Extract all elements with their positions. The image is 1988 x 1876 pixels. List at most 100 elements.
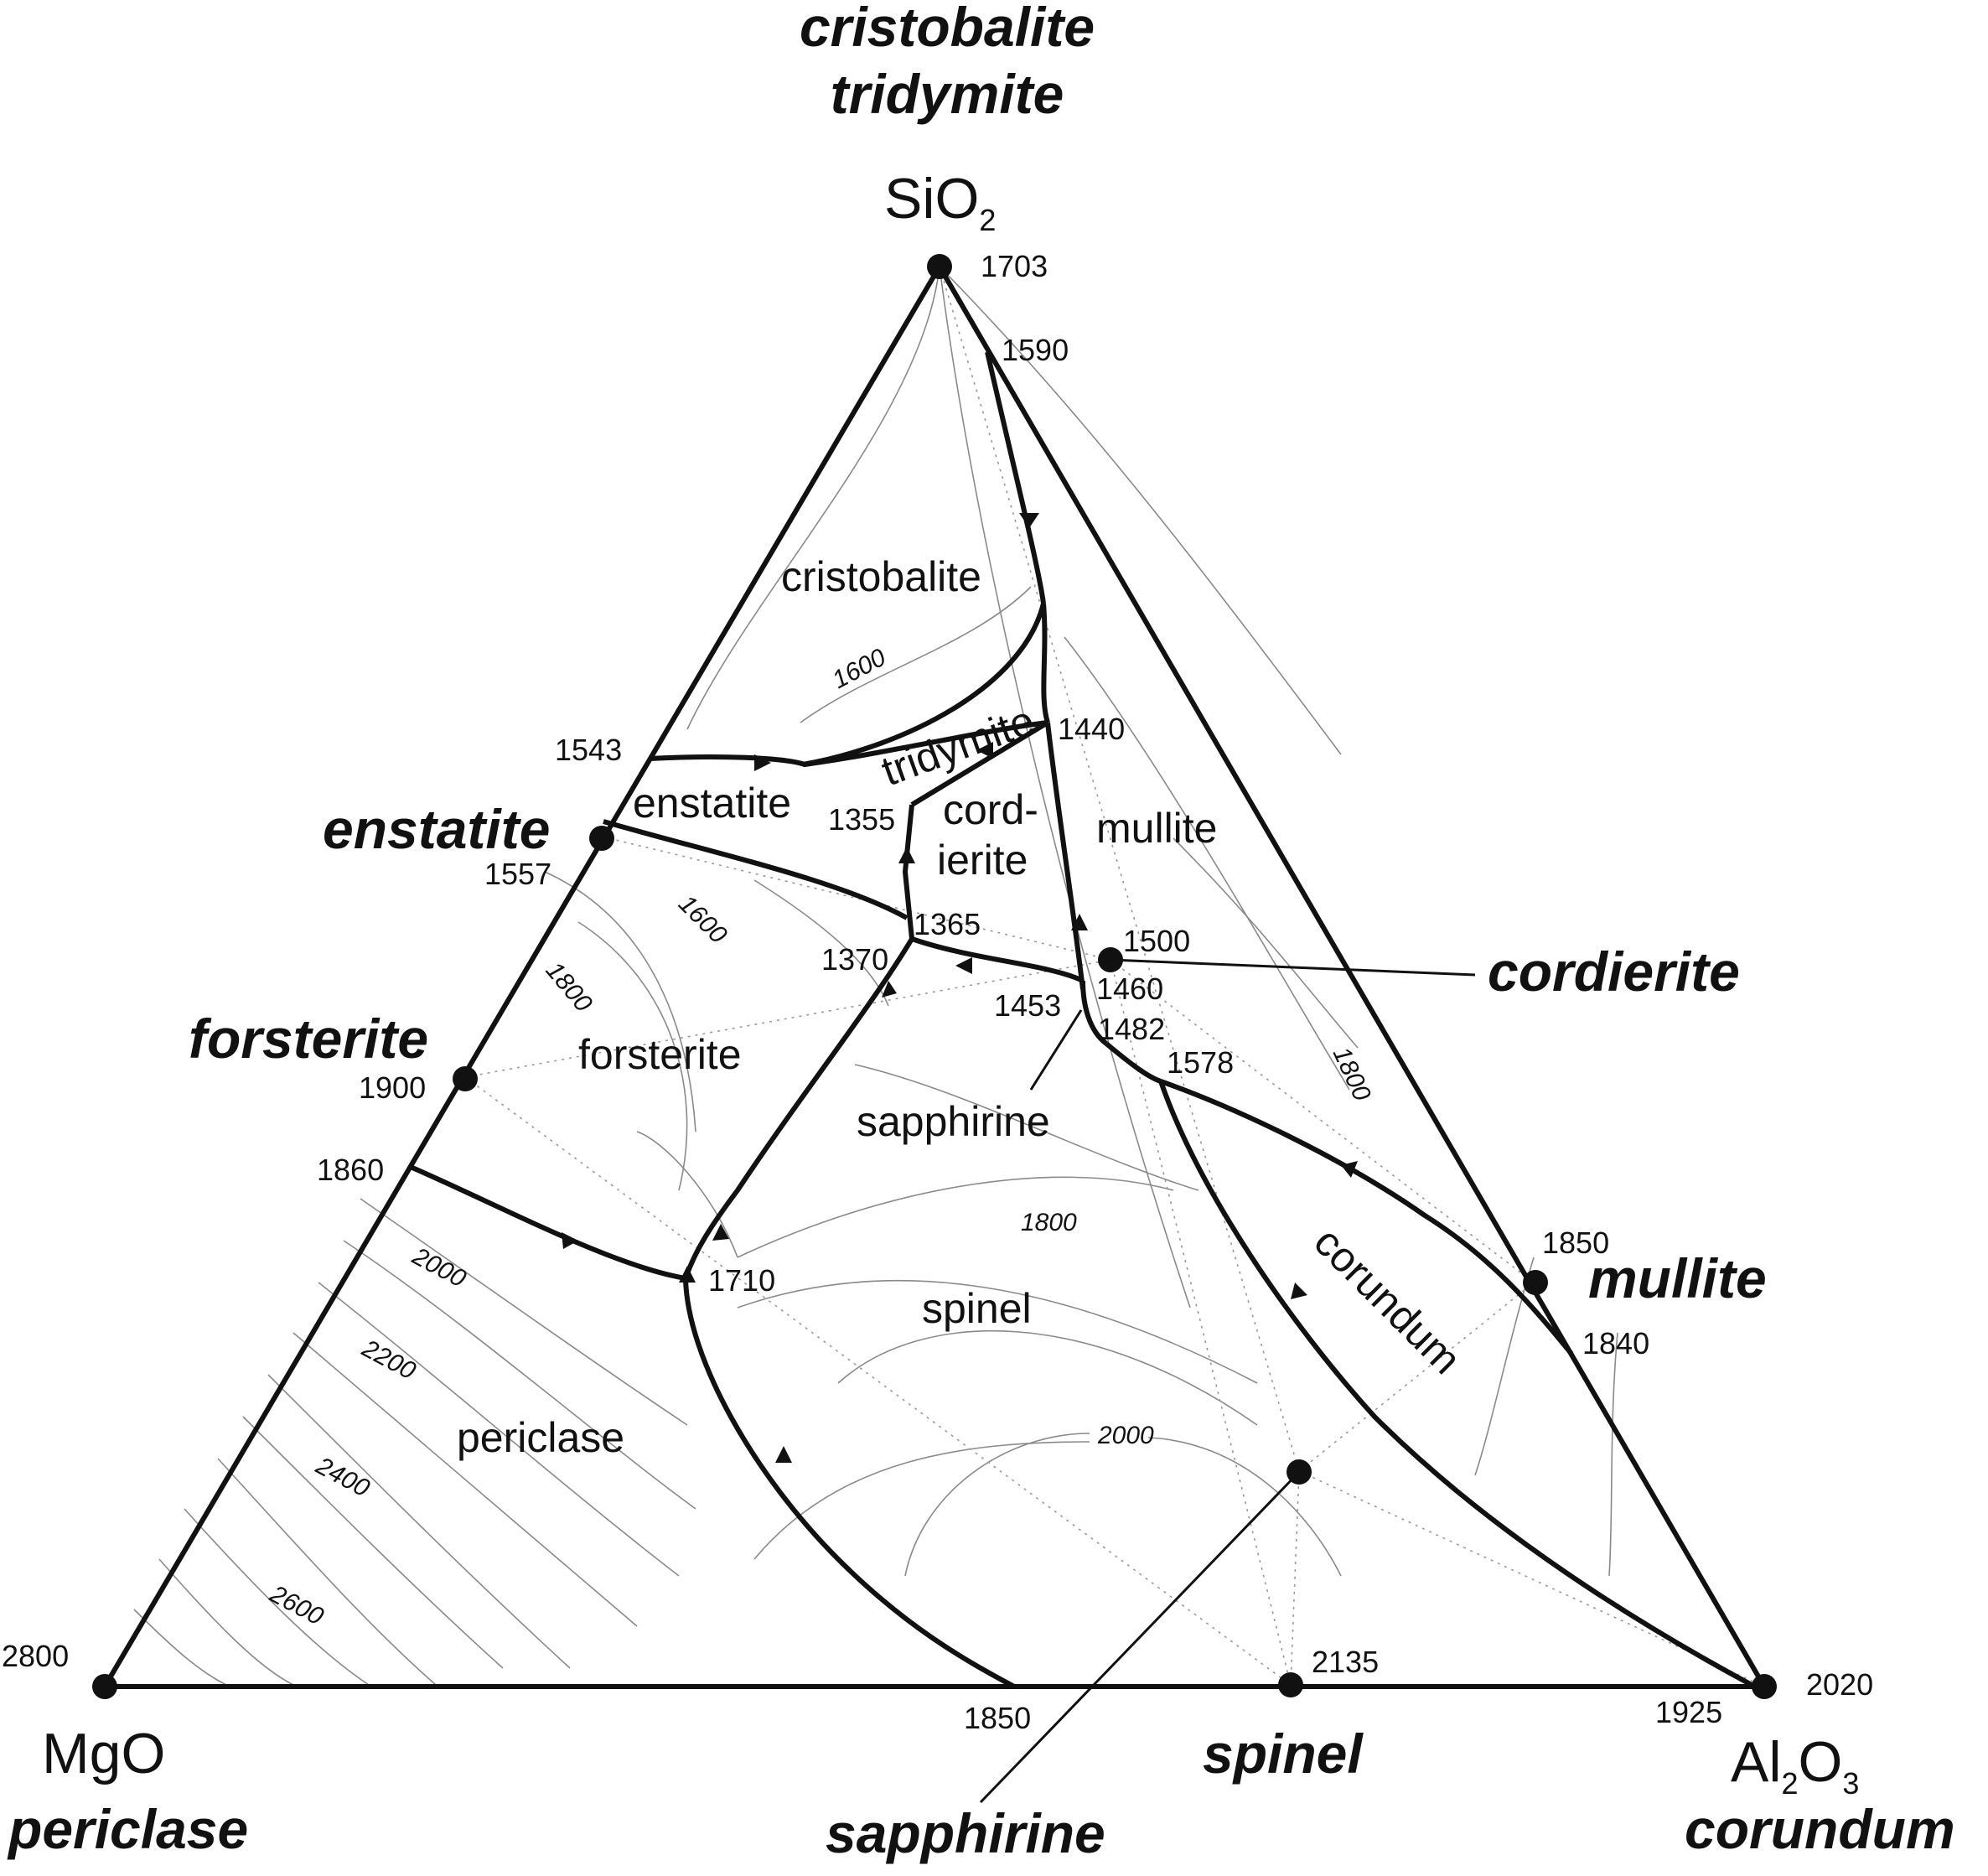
al2o3-point [1752,1674,1777,1699]
isotherm-line [158,1558,294,1686]
field-cristobalite: cristobalite [781,553,981,600]
cordierite-leader [1110,958,1476,977]
isotherm-label: 2400 [311,1452,375,1503]
spinel-point [1278,1672,1303,1697]
cordierite-temp: 1500 [1123,924,1190,958]
field-labels: cristobalite tridymite enstatite cord- i… [457,553,1470,1461]
temp-1543: 1543 [555,733,622,767]
arrow-icon [1019,513,1039,528]
isotherm-line [293,1332,638,1627]
arrow-icon [712,1224,729,1241]
field-sapphirine: sapphirine [857,1098,1050,1145]
spinel-temp: 2135 [1312,1645,1379,1679]
boundary-curve [910,720,1049,807]
temp-1365: 1365 [914,907,981,941]
isotherm-line [184,1508,370,1686]
isotherm-line [686,266,940,730]
isotherm-line [854,1064,1199,1191]
isotherm-line [1474,1257,1535,1476]
enstatite-compound-label: enstatite [323,798,550,860]
diagram-title: cristobalite tridymite [800,0,1095,125]
composition-triangle [102,264,1767,1689]
isotherm-line [1608,1332,1618,1577]
enstatite-temp: 1557 [484,857,551,891]
boundary-curve [985,351,1046,604]
field-corundum: corundum [1305,1218,1470,1383]
sio2-label: SiO2 [884,167,996,237]
mullite-point [1523,1270,1548,1295]
temp-1355: 1355 [828,802,895,837]
boundary-curve [1105,1041,1162,1084]
mullite-temp: 1850 [1542,1226,1609,1260]
isotherm-line [1064,636,1350,1091]
field-cordierite-2: ierite [937,837,1028,884]
isotherm-label: 2600 [265,1580,329,1631]
mgo-temp: 2800 [2,1639,69,1673]
al2o3-label: Al2O3 [1731,1730,1859,1801]
join-line [1298,1282,1535,1472]
corundum-mineral-label: corundum [1685,1798,1955,1860]
al2o3-temp: 2020 [1806,1667,1873,1702]
arrow-icon [562,1232,578,1249]
cotectic-boundaries [411,351,1753,1689]
isotherm-label: 2000 [1097,1422,1154,1449]
temp-1578: 1578 [1167,1045,1234,1080]
boundary-curve [1080,980,1108,1046]
isotherm-line [360,1198,688,1426]
temp-1860: 1860 [317,1153,384,1187]
join-line [1110,959,1535,1283]
boundary-curve [649,720,1048,767]
isotherm-label: 1800 [541,956,598,1018]
isotherm-label: 2000 [407,1242,471,1293]
isotherm-line [737,1279,1258,1384]
boundary-arrows [562,513,1358,1463]
isotherm-labels: 1600 1600 1800 1800 2000 1800 2000 2200 … [265,644,1376,1631]
arrow-icon [1291,1283,1307,1299]
arrow-icon [679,1266,696,1283]
temp-1840: 1840 [1582,1326,1649,1360]
boundary-curve [1160,1079,1574,1355]
boundary-curve [903,804,914,940]
isotherm-label: 2200 [357,1334,421,1386]
isotherm-line [904,1433,1090,1577]
isotherm-line [242,1416,504,1669]
join-line [939,266,1300,1472]
join-line [464,1076,1292,1686]
join-line [601,836,1111,961]
boundary-curve [683,1277,1016,1689]
cordierite-compound-label: cordierite [1488,941,1740,1003]
periclase-mineral-label: periclase [7,1798,248,1860]
field-cordierite-1: cord- [943,786,1038,833]
temp-1453: 1453 [994,988,1061,1023]
isotherm-line [939,266,1342,755]
isotherm-line [636,1131,738,1258]
isotherm-lines [133,266,1618,1686]
isotherm-line [343,1240,696,1510]
leader-lines [979,958,1476,1804]
arrow-icon [1341,1161,1358,1178]
field-tridymite: tridymite [876,697,1041,795]
isotherm-line [837,1329,1258,1426]
isotherm-line [753,1441,1090,1560]
enstatite-point [589,826,614,851]
isotherm-line [1173,837,1359,1049]
arrow-icon [976,742,993,759]
sio2-temp: 1703 [981,249,1048,283]
isotherm-line [737,1176,1174,1258]
arrow-icon [898,847,915,863]
isotherm-line [267,1374,571,1669]
boundary-curve [411,1165,686,1281]
isotherm-line [800,586,1032,723]
invariant-temperatures: 1590 1543 1440 1355 1365 1370 1460 1453 … [317,333,1722,1735]
forsterite-compound-label: forsterite [189,1008,428,1070]
boundary-curve [911,936,1085,983]
field-periclase: periclase [457,1414,624,1461]
isotherm-line [1147,1437,1342,1577]
mgo-label: MgO [42,1722,165,1785]
join-line [1290,1470,1300,1686]
spinel-compound-label: spinel [1203,1723,1364,1785]
boundary-curve [603,819,909,920]
arrow-icon [754,754,771,771]
temp-1590: 1590 [1002,333,1069,367]
